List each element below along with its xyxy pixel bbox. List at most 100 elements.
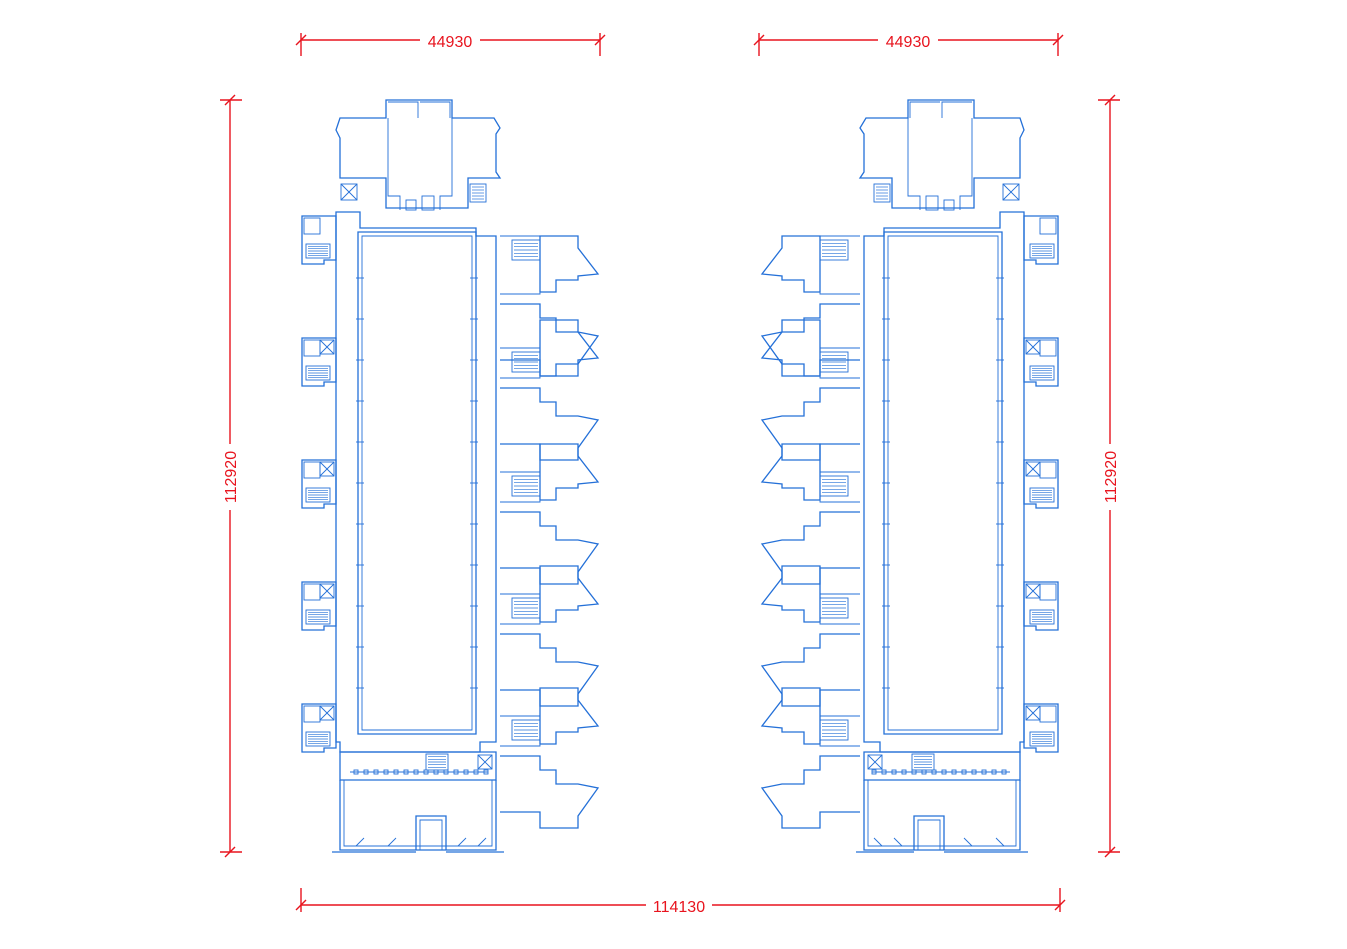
stair xyxy=(819,475,849,497)
entrance-door-swing xyxy=(963,837,973,847)
main-hall xyxy=(883,231,1003,735)
unit-lower-flat xyxy=(760,387,860,461)
pod-room xyxy=(303,217,321,235)
elevator-box xyxy=(867,754,883,770)
pod-outline xyxy=(1023,215,1059,265)
bottom-window-pane xyxy=(971,769,977,775)
stair xyxy=(305,487,331,503)
stair xyxy=(819,351,849,373)
bottom-window-pane xyxy=(453,769,459,775)
stair xyxy=(873,183,891,203)
stair xyxy=(305,365,331,381)
dimension-label-left-height: 112920 xyxy=(223,451,240,503)
dimension-label-top-right: 44930 xyxy=(886,34,931,51)
dimension-left-height: 112920 xyxy=(220,94,242,858)
stair-outline xyxy=(305,609,331,625)
elevator-shaft xyxy=(1002,183,1020,201)
elevator-cross xyxy=(1025,705,1041,721)
bottom-window-pane xyxy=(1001,769,1007,775)
pod-outline xyxy=(301,703,337,753)
stair-outline xyxy=(305,731,331,747)
elevator-shaft xyxy=(1025,583,1041,599)
bottom-strip-outline xyxy=(863,751,1021,781)
pod-outline xyxy=(301,581,337,631)
unit-lower-flat xyxy=(500,633,600,707)
elevator-shaft xyxy=(1025,339,1041,355)
stair-outline xyxy=(305,243,331,259)
elevator-shaft xyxy=(319,705,335,721)
elevator-box xyxy=(1025,339,1041,355)
elevator-shaft xyxy=(319,339,335,355)
elevator-box xyxy=(319,339,335,355)
entrance-door-swing xyxy=(355,837,365,847)
elevator-cross xyxy=(867,754,883,770)
stair-outline xyxy=(425,753,449,771)
left-service-pod xyxy=(1023,581,1059,631)
bottom-window-pane xyxy=(473,769,479,775)
entrance-door-swing xyxy=(893,837,903,847)
left-service-pod xyxy=(301,703,337,753)
pod-room xyxy=(303,461,321,479)
elevator-box xyxy=(319,583,335,599)
elevator-shaft xyxy=(477,754,493,770)
unit-lobby xyxy=(500,471,541,503)
elevator-shaft xyxy=(867,754,883,770)
stair-outline xyxy=(911,753,935,771)
unit-lower-flat xyxy=(500,511,600,585)
stair-outline xyxy=(1029,731,1055,747)
stair-outline xyxy=(469,183,487,203)
pod-room xyxy=(1039,461,1057,479)
top-block-fixture xyxy=(925,195,939,211)
right-wing-unit xyxy=(500,565,600,707)
pod-outline xyxy=(301,459,337,509)
entrance-porch-inner xyxy=(419,819,443,850)
unit-lobby xyxy=(500,347,541,379)
pod-room xyxy=(303,583,321,601)
stair xyxy=(1029,731,1055,747)
unit-lobby xyxy=(500,593,541,625)
entrance-door-swing xyxy=(995,837,1005,847)
dimension-bottom-total: 114130 xyxy=(295,888,1066,916)
right-wing-unit xyxy=(760,319,860,461)
bottom-window-pane xyxy=(981,769,987,775)
unit-upper-flat xyxy=(539,235,600,293)
elevator-shaft xyxy=(319,583,335,599)
bottom-window-pane xyxy=(483,769,489,775)
left-service-pod xyxy=(301,337,337,387)
unit-lower-flat xyxy=(500,387,600,461)
elevator-shaft xyxy=(1025,461,1041,477)
bottom-window-pane xyxy=(961,769,967,775)
elevator-cross xyxy=(1002,183,1020,201)
stair xyxy=(819,239,849,261)
elevator-cross xyxy=(319,461,335,477)
pod-outline xyxy=(301,215,337,265)
pod-room xyxy=(1039,339,1057,357)
bottom-window-pane xyxy=(373,769,379,775)
stair-outline xyxy=(1029,609,1055,625)
left-service-pod xyxy=(1023,215,1059,265)
right-wing-unit xyxy=(500,443,600,585)
unit-lobby xyxy=(819,593,860,625)
unit-lobby xyxy=(819,471,860,503)
stair xyxy=(305,243,331,259)
entrance-block-inner xyxy=(343,780,493,847)
pod-outline xyxy=(1023,337,1059,387)
unit-lobby xyxy=(819,347,860,379)
elevator-box xyxy=(1025,705,1041,721)
bottom-window-pane xyxy=(363,769,369,775)
elevator-cross xyxy=(1025,339,1041,355)
stair xyxy=(819,597,849,619)
stair xyxy=(511,351,541,373)
main-hall-inner xyxy=(887,235,999,731)
unit-lobby xyxy=(819,715,860,747)
left-building-plan xyxy=(301,99,600,853)
elevator-box xyxy=(319,461,335,477)
bottom-window-pane xyxy=(413,769,419,775)
bottom-strip-outline xyxy=(339,751,497,781)
entrance-door-swing xyxy=(387,837,397,847)
entrance-block-inner xyxy=(867,780,1017,847)
main-wing-outline xyxy=(335,211,497,753)
elevator-box xyxy=(340,183,358,201)
elevator-cross xyxy=(319,583,335,599)
